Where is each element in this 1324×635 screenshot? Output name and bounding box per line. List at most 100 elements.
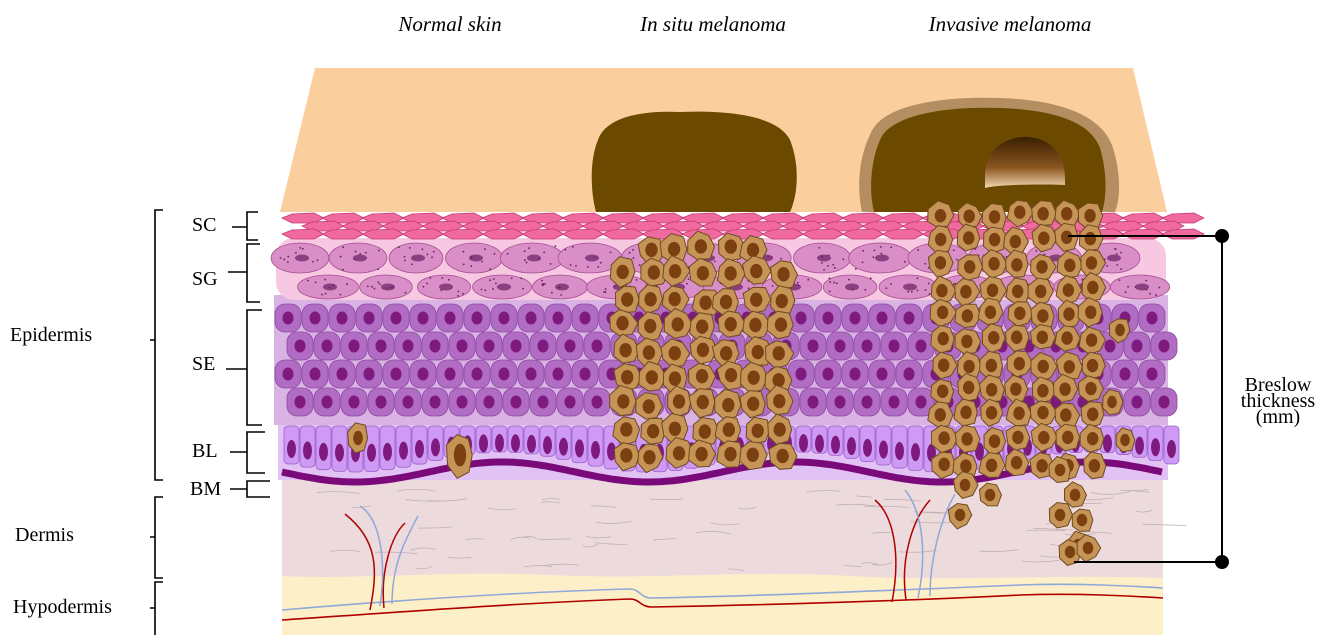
granule [1146,289,1148,291]
melanocyte-nucleus [1060,408,1071,421]
granule [283,259,285,261]
melanocyte-nucleus [1089,459,1100,472]
granule [390,287,392,289]
granule [748,287,750,289]
spinous-nucleus [796,312,807,325]
granule [632,249,634,251]
granule [524,250,526,252]
spinous-nucleus [1159,340,1170,353]
melanocyte-nucleus [723,423,735,437]
granule [315,281,317,283]
granule [287,261,289,263]
spinous-nucleus [418,368,429,381]
basal-nucleus [815,435,824,453]
melanocyte-nucleus [643,345,655,359]
granule [365,252,367,254]
spinous-nucleus [823,368,834,381]
spinous-nucleus [823,312,834,325]
spinous-nucleus [376,396,387,409]
melanocyte-nucleus [747,243,759,257]
melanocyte-nucleus [776,294,788,308]
melanocyte-nucleus [986,359,997,372]
melanocyte-nucleus [620,448,632,462]
basal-nucleus [1135,437,1144,455]
label-dermis: Dermis [15,524,74,546]
spinous-nucleus [565,396,576,409]
granule [772,285,774,287]
spinous-nucleus [862,340,873,353]
granule [597,266,599,268]
title-normal-skin: Normal skin [397,12,501,36]
granule [872,256,874,258]
granule [907,291,909,293]
spinous-nucleus [904,368,915,381]
spinous-nucleus [835,396,846,409]
melanocyte-nucleus [1011,258,1022,271]
melanocyte-nucleus [960,479,971,491]
melanocyte-nucleus [673,394,685,408]
melanocyte-nucleus [643,399,655,413]
granule [603,291,605,293]
melanocyte-nucleus [960,406,971,419]
melanocyte-nucleus [960,459,971,472]
melanocyte-nucleus [936,284,947,297]
melanocyte-nucleus [986,406,997,419]
melanocyte-nucleus [673,446,685,460]
melanocyte-nucleus [616,265,628,279]
melanocyte-nucleus [725,368,737,382]
spinous-nucleus [364,312,375,325]
granule [321,294,323,296]
melanocyte-nucleus [935,209,946,222]
melanocyte-nucleus [989,210,1000,223]
melanocyte-nucleus [669,346,681,360]
granule [916,277,918,279]
granule [299,247,301,249]
granule [1155,294,1157,296]
melanocyte-nucleus [1055,464,1066,476]
melanocyte-nucleus [1011,456,1022,469]
in-situ-lesion-surface [592,112,797,212]
granule [828,254,830,256]
label-se: SE [192,353,215,375]
spinous-nucleus [1132,396,1143,409]
granule [448,279,450,281]
granule [541,280,543,282]
bracket-sc [232,212,258,240]
granule [379,283,381,285]
granule [560,294,562,296]
granule [404,260,406,262]
melanocyte-nucleus [955,509,966,521]
spinous-nucleus [391,312,402,325]
granule [340,256,342,258]
bracket-bl [230,432,265,473]
melanocyte-nucleus [1085,232,1096,245]
melanocyte-nucleus [747,370,759,384]
spinous-nucleus [511,340,522,353]
melanocyte-nucleus [1037,207,1048,220]
melanocyte-nucleus [724,266,736,280]
spinous-nucleus [349,340,360,353]
basal-nucleus [831,436,840,454]
breslow-top-dot [1215,229,1229,243]
basal-nucleus [543,436,552,454]
granule [614,285,616,287]
melanocyte-nucleus [1061,231,1072,244]
basal-nucleus [575,439,584,457]
granule [421,248,423,250]
granule [495,282,497,284]
granule [353,258,355,260]
granule [462,251,464,253]
granule [543,252,545,254]
granular-nucleus [497,284,511,291]
melanocyte-nucleus [699,424,711,438]
melanocyte-nucleus [669,292,681,306]
granule [557,286,559,288]
melanocyte-nucleus [620,422,632,436]
granule [688,278,690,280]
granule [833,282,835,284]
basal-nucleus [879,441,888,459]
basal-nucleus [591,441,600,459]
spinous-nucleus [538,396,549,409]
melanocyte-nucleus [1061,207,1072,220]
basal-nucleus [383,443,392,461]
